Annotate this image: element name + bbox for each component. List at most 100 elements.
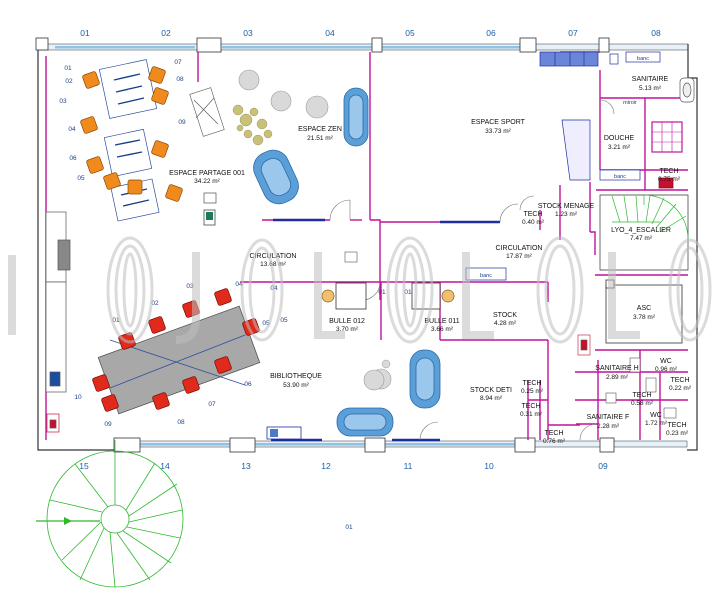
- room-area-sanitaire-f: 2.28 m²: [597, 423, 620, 430]
- partage-shelf: [189, 87, 225, 137]
- room-area-espace-partage: 34.22 m²: [194, 178, 220, 185]
- room-name-tech-d: TECH: [521, 403, 540, 410]
- room-name-circulation-2: CIRCULATION: [496, 245, 543, 252]
- room-area-sanitaire: 5.13 m²: [639, 85, 662, 92]
- partage-desk-clusters: [98, 59, 160, 222]
- svg-text:03: 03: [59, 98, 67, 105]
- staircase-right: [599, 194, 689, 271]
- axis-bottom-10: 10: [484, 461, 494, 471]
- bulle-chair: [441, 289, 455, 303]
- bench-label: banc: [614, 174, 626, 180]
- wall-pillars: [35, 37, 615, 453]
- stair-label: 01: [345, 524, 353, 531]
- partage-seat-labels: 01 02 03 04 05 06 07 08 09: [59, 59, 186, 182]
- red-chair: [152, 392, 170, 410]
- bench: [625, 51, 661, 63]
- room-name-escalier: LYO_4_ESCALIER: [611, 227, 671, 234]
- svg-text:09: 09: [104, 421, 112, 428]
- room-name-bulle-011: BULLE 011: [424, 318, 459, 325]
- room-name-espace-partage: ESPACE PARTAGE 001: [169, 170, 245, 177]
- room-labels: ESPACE PARTAGE 001 34.22 m² ESPACE ZEN 2…: [169, 76, 692, 445]
- room-name-wc-1: WC: [660, 358, 672, 365]
- svg-text:03: 03: [186, 283, 194, 290]
- library-misc: [266, 251, 391, 440]
- room-area-tech-e: 0.76 m²: [543, 438, 566, 445]
- room-name-tech-c: TECH: [522, 380, 541, 387]
- sport-ramp: [561, 119, 591, 181]
- partage-chairs: [80, 66, 183, 202]
- spiral-staircase: [36, 440, 184, 588]
- fire-extinguisher-icon: [658, 177, 674, 189]
- blue-partitions: [271, 218, 500, 442]
- axis-top-06: 06: [486, 28, 496, 38]
- zen-lounge-chairs: [253, 87, 369, 205]
- room-area-circulation-1: 13.68 m²: [260, 261, 286, 268]
- room-area-espace-zen: 21.51 m²: [307, 135, 333, 142]
- axis-top-01: 01: [80, 28, 90, 38]
- bench-boxes: [465, 51, 661, 281]
- axis-top: 01 02 03 04 05 06 07 08: [80, 28, 661, 38]
- room-area-tech-d: 0.31 m²: [520, 411, 543, 418]
- axis-top-05: 05: [405, 28, 415, 38]
- svg-text:02: 02: [151, 300, 159, 307]
- room-area-wc-2: 1.72 m²: [645, 420, 668, 427]
- jll-watermark: [8, 236, 712, 344]
- room-area-escalier: 7.47 m²: [630, 235, 653, 242]
- room-name-stock: STOCK: [493, 312, 517, 319]
- orange-chair: [86, 156, 104, 174]
- axis-top-07: 07: [568, 28, 578, 38]
- orange-chair: [151, 140, 169, 158]
- axis-bottom: 15 14 13 12 11 10 09: [79, 461, 608, 471]
- orange-chair: [103, 172, 121, 190]
- room-name-bulle-012: BULLE 012: [329, 318, 365, 325]
- svg-text:08: 08: [176, 76, 184, 83]
- svg-text:07: 07: [174, 59, 182, 66]
- orange-chair: [165, 184, 183, 202]
- axis-bottom-11: 11: [404, 461, 413, 471]
- room-area-sanitaire-h: 2.89 m²: [606, 374, 629, 381]
- bench-label: banc: [480, 273, 492, 279]
- red-chair: [92, 374, 110, 392]
- svg-text:07: 07: [208, 401, 216, 408]
- room-area-tech-a: 0.75 m²: [658, 176, 681, 183]
- room-area-stock: 4.28 m²: [494, 320, 517, 327]
- shower-tray: [651, 121, 683, 153]
- svg-text:06: 06: [244, 381, 252, 388]
- library-seat-labels: 01 02 03 04 05 06 07 08 09 10: [74, 281, 270, 428]
- room-name-wc-2: WC: [650, 412, 662, 419]
- room-name-espace-sport: ESPACE SPORT: [471, 119, 526, 126]
- room-area-wc-1: 0.96 m²: [655, 366, 678, 373]
- room-area-tech-b: 0.40 m²: [522, 219, 545, 226]
- room-area-asc: 3.78 m²: [633, 314, 656, 321]
- room-area-circulation-2: 17.87 m²: [506, 253, 532, 260]
- svg-text:10: 10: [74, 394, 82, 401]
- bulle-012-table: [335, 282, 367, 310]
- svg-text:09: 09: [178, 119, 186, 126]
- axis-top-03: 03: [243, 28, 253, 38]
- red-chair: [182, 376, 200, 394]
- orange-chair: [127, 179, 143, 195]
- room-name-douche: DOUCHE: [604, 135, 635, 142]
- room-area-bulle-011: 3.66 m²: [431, 326, 454, 333]
- miroir-label: miroir: [623, 100, 637, 106]
- red-chair: [214, 356, 232, 374]
- room-area-espace-sport: 33.73 m²: [485, 128, 511, 135]
- axis-bottom-13: 13: [241, 461, 251, 471]
- room-area-tech-f: 0.22 m²: [669, 385, 692, 392]
- axis-top-04: 04: [325, 28, 335, 38]
- svg-text:06: 06: [69, 155, 77, 162]
- library-table: [97, 305, 261, 415]
- svg-text:05: 05: [262, 320, 270, 327]
- room-name-espace-zen: ESPACE ZEN: [298, 126, 342, 133]
- svg-text:04: 04: [235, 281, 243, 288]
- bulle-chair: [321, 289, 335, 303]
- red-chair: [148, 316, 166, 334]
- room-name-bibliotheque: BIBLIOTHEQUE: [270, 373, 322, 380]
- room-area-bulle-012: 3.70 m²: [336, 326, 359, 333]
- sport-lockers: [539, 51, 599, 67]
- red-chair: [214, 288, 232, 306]
- room-name-tech-a: TECH: [659, 168, 678, 175]
- room-name-tech-g: TECH: [632, 392, 651, 399]
- orange-chair: [82, 71, 100, 89]
- orange-chair: [151, 87, 169, 105]
